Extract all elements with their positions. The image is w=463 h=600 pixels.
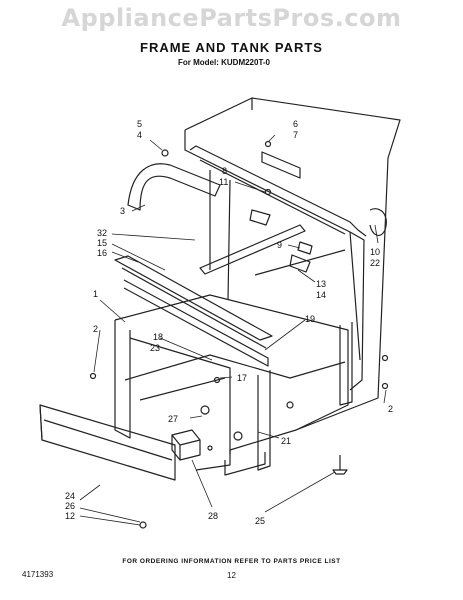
callout: 8	[222, 166, 227, 176]
callout: 22	[370, 258, 380, 268]
callout: 9	[277, 240, 282, 250]
callout: 32	[97, 228, 107, 238]
callout: 23	[150, 343, 160, 353]
frame-front	[114, 294, 349, 471]
document-number: 4171393	[22, 570, 54, 579]
callout: 16	[97, 248, 107, 258]
callout: 21	[281, 436, 291, 446]
diagram-title: FRAME AND TANK PARTS	[140, 40, 323, 55]
callout: 1	[93, 289, 98, 299]
callout: 13	[316, 279, 326, 289]
callout: 26	[65, 501, 75, 511]
callout: 24	[65, 491, 75, 501]
junction-box	[171, 429, 201, 461]
callout: 12	[65, 511, 75, 521]
tube-part	[127, 163, 221, 211]
callout: 10	[370, 247, 380, 257]
ordering-note: FOR ORDERING INFORMATION REFER TO PARTS …	[122, 558, 341, 565]
model-subtitle: For Model: KUDM220T-0	[178, 58, 271, 67]
callout: 5	[137, 119, 142, 129]
callout: 18	[153, 332, 163, 342]
callout: 11	[219, 177, 228, 187]
top-rail	[199, 224, 306, 275]
tank-outline	[184, 97, 401, 431]
page-number: 12	[227, 571, 236, 580]
kick-panel	[39, 404, 176, 481]
callout: 2	[93, 324, 98, 334]
callout: 7	[293, 130, 298, 140]
bracket-top	[261, 151, 301, 179]
callout: 6	[293, 119, 298, 129]
callout: 14	[316, 290, 326, 300]
callout: 19	[305, 314, 315, 324]
callout: 3	[120, 206, 125, 216]
leveling-leg	[332, 455, 348, 475]
callout: 2	[388, 404, 393, 414]
watermark: AppliancePartsPros.com	[61, 4, 402, 32]
side-rail	[114, 255, 273, 341]
callout-labels: 5 4 6 7 8 11 3 32 15 16 9 10 22 13 14 1 …	[65, 119, 393, 526]
callout: 17	[237, 373, 247, 383]
callout: 25	[255, 516, 265, 526]
callout: 27	[168, 414, 178, 424]
callout: 15	[97, 238, 107, 248]
callout: 28	[208, 511, 218, 521]
callout: 4	[137, 130, 142, 140]
bracket-clip	[249, 209, 271, 226]
